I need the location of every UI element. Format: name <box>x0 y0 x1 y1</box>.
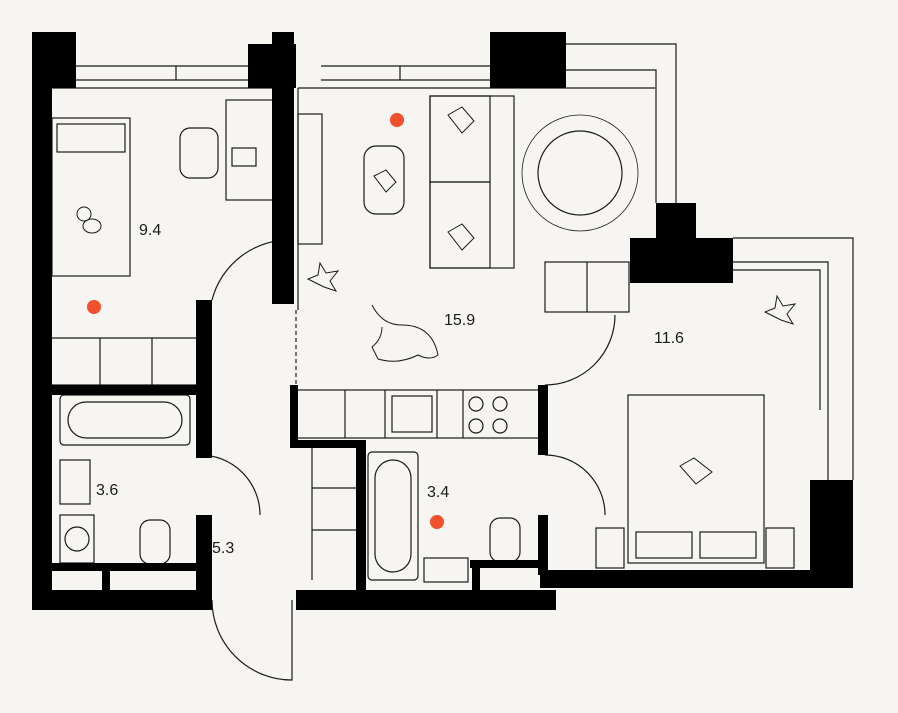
dog-icon <box>371 304 439 362</box>
bed-small <box>51 117 131 277</box>
sink-1 <box>59 459 91 505</box>
room-area-bedroom-large: 11.6 <box>654 330 684 347</box>
toy-bunny-icon <box>76 206 102 234</box>
bathtub-2 <box>367 451 419 581</box>
room-area-bathroom-1: 3.6 <box>96 482 119 499</box>
nightstand-right <box>765 527 795 569</box>
chair <box>179 127 219 179</box>
balcony-outline-right <box>733 237 854 480</box>
walls <box>32 32 853 610</box>
pillow-icon <box>373 106 713 485</box>
room-area-living-kitchen: 15.9 <box>444 312 476 329</box>
toilet-1 <box>139 519 171 565</box>
wardrobe <box>48 337 205 385</box>
coffee-table <box>363 145 405 215</box>
bedroom-small-walls <box>47 87 275 386</box>
tv-stand <box>297 113 323 245</box>
dining-table <box>537 130 623 216</box>
window-top <box>76 65 490 81</box>
toilet-2 <box>489 517 521 563</box>
nightstand-left <box>595 527 625 569</box>
room-area-hallway: 5.3 <box>212 540 235 557</box>
room-area-bedroom-small: 9.4 <box>139 222 162 239</box>
room-area-bathroom-2: 3.4 <box>427 484 450 501</box>
sensor-markers <box>87 113 444 529</box>
bed-large <box>627 394 765 564</box>
plant-icon <box>306 261 797 325</box>
sink-2 <box>423 557 469 583</box>
kitchen-counter <box>295 389 547 439</box>
desk <box>225 99 275 201</box>
balcony-outline <box>566 43 677 203</box>
living-walls <box>297 87 655 310</box>
